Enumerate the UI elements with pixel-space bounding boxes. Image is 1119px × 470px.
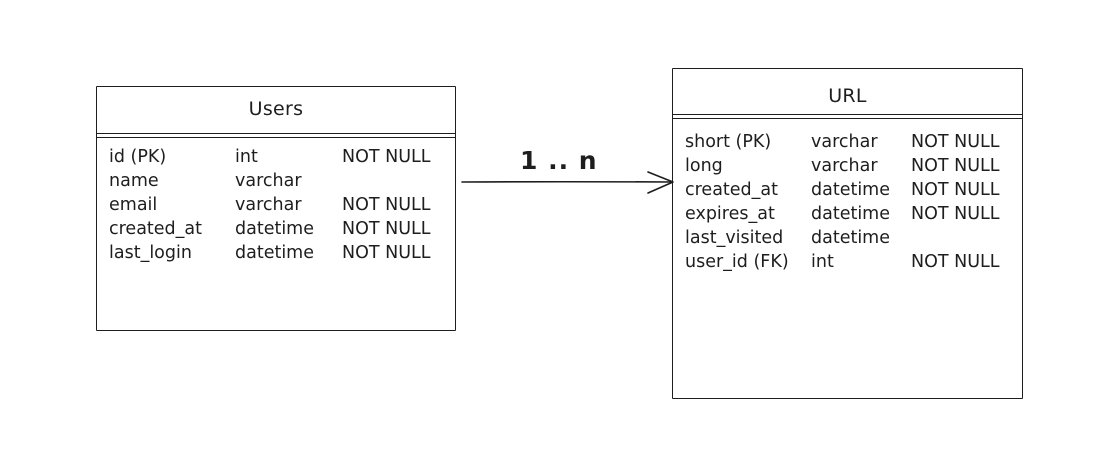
field-type: varchar — [811, 132, 878, 152]
url-entity-title: URL — [828, 85, 867, 107]
users-entity: Users id (PK) int NOT NULL name varchar … — [96, 86, 456, 331]
field-constraint: NOT NULL — [911, 132, 1000, 152]
field-type: varchar — [811, 156, 878, 176]
field-name: short (PK) — [685, 132, 772, 152]
url-header-divider-inner — [673, 118, 1022, 119]
field-name: id (PK) — [109, 147, 167, 167]
field-constraint: NOT NULL — [911, 180, 1000, 200]
field-name: expires_at — [685, 204, 775, 224]
users-header-divider-inner — [97, 137, 455, 138]
field-name: user_id (FK) — [685, 252, 789, 272]
url-entity: URL short (PK) varchar NOT NULL long var… — [672, 68, 1023, 399]
field-constraint: NOT NULL — [911, 252, 1000, 272]
arrowhead-icon — [647, 171, 674, 194]
field-name: name — [109, 171, 159, 191]
url-header-divider — [673, 114, 1022, 115]
users-header-divider — [97, 133, 455, 134]
field-name: last_login — [109, 243, 192, 263]
field-name: created_at — [685, 180, 778, 200]
relation-cardinality-label: 1 .. n — [520, 146, 598, 175]
field-constraint: NOT NULL — [911, 156, 1000, 176]
field-constraint: NOT NULL — [911, 204, 1000, 224]
field-name: last_visited — [685, 228, 784, 248]
field-constraint: NOT NULL — [342, 243, 431, 263]
field-constraint: NOT NULL — [342, 219, 431, 239]
field-name: email — [109, 195, 158, 215]
field-type: int — [235, 147, 258, 167]
field-constraint: NOT NULL — [342, 195, 431, 215]
field-name: long — [685, 156, 723, 176]
users-entity-title: Users — [248, 98, 304, 120]
field-type: datetime — [235, 219, 314, 239]
field-type: int — [811, 252, 834, 272]
field-type: varchar — [235, 195, 302, 215]
field-type: datetime — [811, 204, 890, 224]
field-name: created_at — [109, 219, 202, 239]
field-type: datetime — [235, 243, 314, 263]
field-type: datetime — [811, 180, 890, 200]
field-constraint: NOT NULL — [342, 147, 431, 167]
field-type: datetime — [811, 228, 890, 248]
field-type: varchar — [235, 171, 302, 191]
